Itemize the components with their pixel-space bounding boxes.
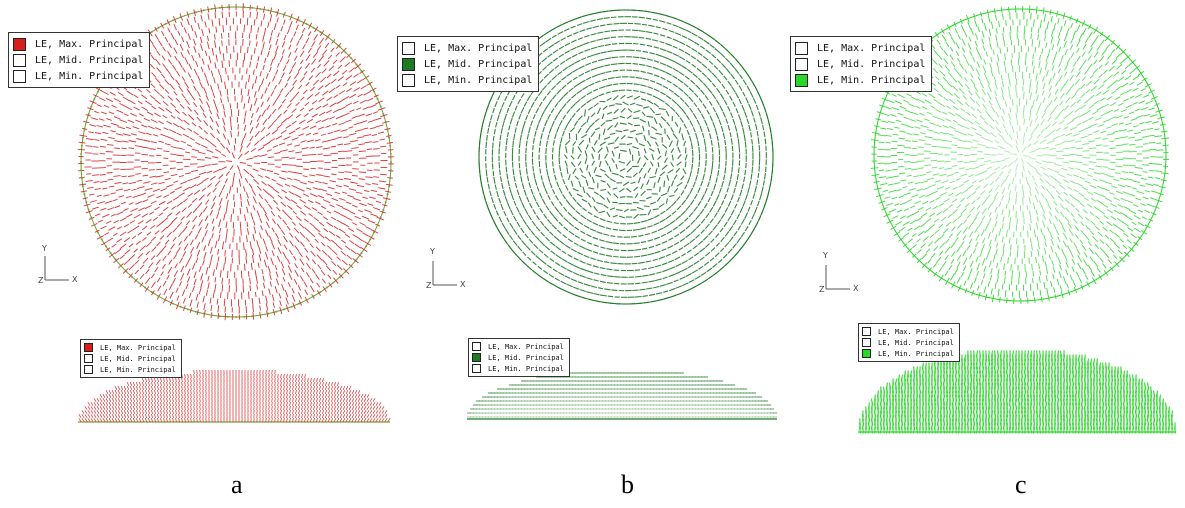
legend-top-b: LE, Max. Principal LE, Mid. Principal LE…	[397, 36, 540, 92]
panel-a: LE, Max. Principal LE, Mid. Principal LE…	[0, 0, 395, 508]
swatch-max	[862, 327, 871, 336]
legend-entry-min: LE, Min. Principal	[472, 363, 564, 374]
legend-entry-max: LE, Max. Principal	[862, 326, 954, 337]
legend-entry-mid: LE, Mid. Principal	[402, 56, 532, 72]
legend-label: LE, Max. Principal	[424, 42, 533, 54]
legend-entry-min: LE, Min. Principal	[402, 72, 532, 88]
legend-top-c: LE, Max. Principal LE, Mid. Principal LE…	[790, 36, 933, 92]
legend-label: LE, Min. Principal	[878, 349, 954, 358]
legend-label: LE, Mid. Principal	[878, 338, 954, 347]
vector-field-side	[858, 350, 1176, 434]
swatch-min	[795, 73, 808, 87]
legend-label: LE, Mid. Principal	[35, 54, 144, 66]
vector-field-plan	[77, 3, 395, 321]
legend-label: LE, Min. Principal	[817, 74, 926, 86]
legend-label: LE, Mid. Principal	[817, 58, 926, 70]
axis-y-label: Y	[823, 251, 828, 260]
axis-z-label: Z	[426, 281, 432, 290]
axis-y-label: Y	[42, 244, 47, 253]
axis-triad-icon	[44, 256, 69, 281]
swatch-min	[84, 365, 93, 374]
swatch-max	[402, 41, 415, 55]
legend-entry-max: LE, Max. Principal	[13, 36, 143, 52]
swatch-mid	[862, 338, 871, 347]
caption-a: a	[231, 470, 243, 499]
swatch-min	[862, 349, 871, 358]
legend-entry-max: LE, Max. Principal	[795, 40, 925, 56]
panel-b: LE, Max. Principal LE, Mid. Principal LE…	[395, 0, 790, 508]
axis-triad-icon	[825, 265, 850, 290]
caption-b: b	[621, 470, 634, 499]
legend-label: LE, Max. Principal	[878, 327, 954, 336]
panel-c: LE, Max. Principal LE, Mid. Principal LE…	[790, 0, 1185, 508]
legend-entry-mid: LE, Mid. Principal	[84, 353, 176, 364]
axis-x-label: X	[72, 275, 78, 284]
swatch-mid	[472, 353, 481, 362]
legend-label: LE, Mid. Principal	[488, 353, 564, 362]
swatch-mid	[13, 53, 26, 67]
swatch-max	[795, 41, 808, 55]
legend-label: LE, Max. Principal	[817, 42, 926, 54]
legend-entry-mid: LE, Mid. Principal	[472, 352, 564, 363]
caption-c: c	[1015, 470, 1027, 499]
legend-entry-min: LE, Min. Principal	[13, 68, 143, 84]
swatch-mid	[402, 57, 415, 71]
swatch-mid	[84, 354, 93, 363]
swatch-min	[472, 364, 481, 373]
legend-entry-mid: LE, Mid. Principal	[862, 337, 954, 348]
legend-label: LE, Max. Principal	[35, 38, 144, 50]
legend-side-b: LE, Max. Principal LE, Mid. Principal LE…	[468, 338, 570, 377]
legend-label: LE, Min. Principal	[488, 364, 564, 373]
axis-z-label: Z	[819, 285, 825, 294]
legend-side-a: LE, Max. Principal LE, Mid. Principal LE…	[80, 339, 182, 378]
legend-entry-max: LE, Max. Principal	[472, 341, 564, 352]
legend-label: LE, Mid. Principal	[424, 58, 533, 70]
plan-view-a	[44, 3, 395, 423]
axis-y-label: Y	[430, 247, 435, 256]
legend-label: LE, Min. Principal	[100, 365, 176, 374]
swatch-min	[13, 69, 26, 83]
vector-field-plan	[478, 9, 774, 305]
axis-x-label: X	[460, 280, 466, 289]
swatch-max	[84, 343, 93, 352]
legend-label: LE, Max. Principal	[100, 343, 176, 352]
swatch-mid	[795, 57, 808, 71]
legend-entry-min: LE, Min. Principal	[862, 348, 954, 359]
legend-top-a: LE, Max. Principal LE, Mid. Principal LE…	[8, 32, 151, 88]
legend-entry-min: LE, Min. Principal	[795, 72, 925, 88]
legend-side-c: LE, Max. Principal LE, Mid. Principal LE…	[858, 323, 960, 362]
legend-label: LE, Max. Principal	[488, 342, 564, 351]
plan-view-b	[432, 9, 777, 420]
axis-triad-icon	[432, 261, 457, 286]
legend-entry-min: LE, Min. Principal	[84, 364, 176, 375]
vector-field-side	[467, 372, 777, 420]
axis-z-label: Z	[38, 276, 44, 285]
vector-field-side	[78, 369, 391, 423]
legend-entry-mid: LE, Mid. Principal	[13, 52, 143, 68]
legend-entry-mid: LE, Mid. Principal	[795, 56, 925, 72]
swatch-max	[13, 37, 26, 51]
legend-label: LE, Min. Principal	[424, 74, 533, 86]
legend-label: LE, Mid. Principal	[100, 354, 176, 363]
legend-label: LE, Min. Principal	[35, 70, 144, 82]
swatch-max	[472, 342, 481, 351]
swatch-min	[402, 73, 415, 87]
legend-entry-max: LE, Max. Principal	[84, 342, 176, 353]
legend-entry-max: LE, Max. Principal	[402, 40, 532, 56]
axis-x-label: X	[853, 284, 859, 293]
